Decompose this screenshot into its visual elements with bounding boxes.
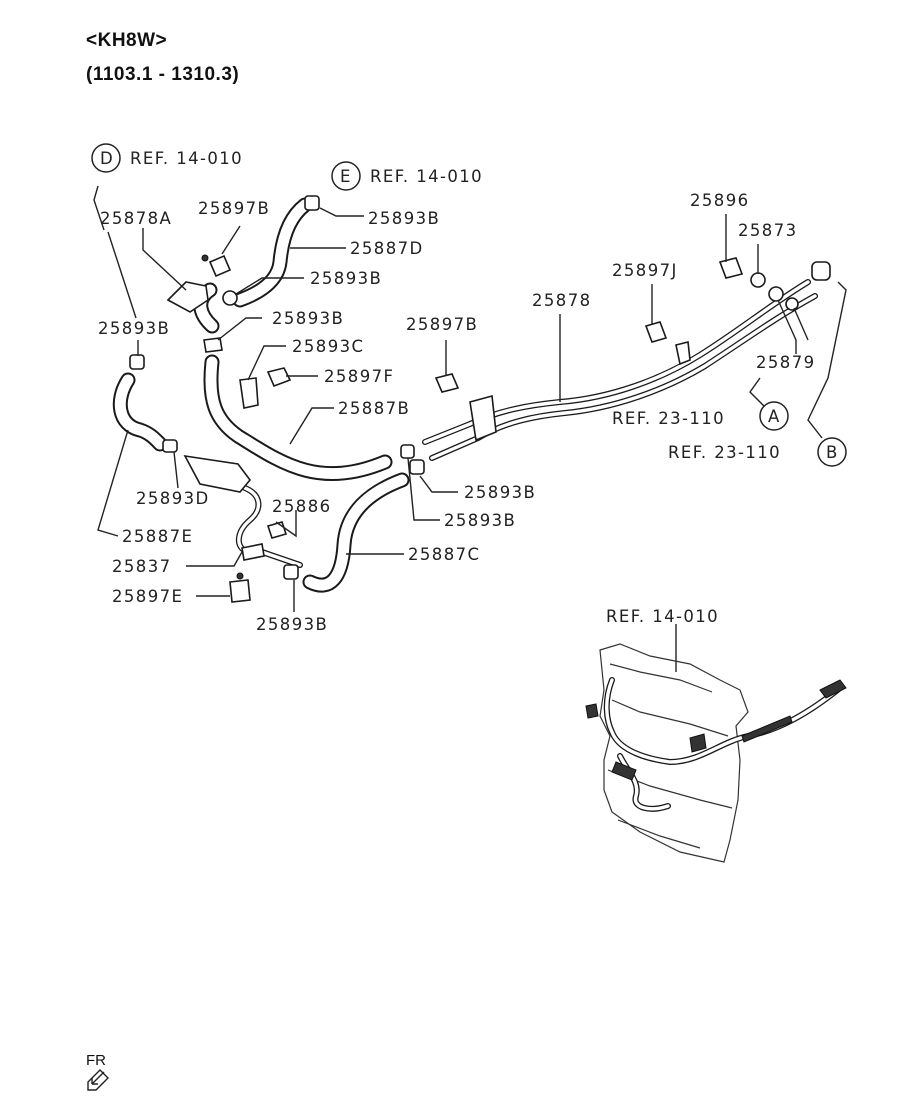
bolt-25897j bbox=[644, 321, 668, 343]
clamp-25893b-5 bbox=[400, 444, 415, 459]
part-label: 25886 bbox=[272, 497, 332, 516]
part-label: 25893B bbox=[98, 319, 170, 338]
ref-a-letter: A bbox=[768, 407, 781, 426]
part-label: 25893B bbox=[464, 483, 536, 502]
part-label: 25887C bbox=[408, 545, 480, 564]
part-label: 25893C bbox=[292, 337, 364, 356]
part-label: 25897F bbox=[324, 367, 394, 386]
clamp-25893d bbox=[162, 439, 178, 453]
part-label: 25897J bbox=[612, 261, 678, 280]
part-label: 25897E bbox=[112, 587, 183, 606]
ref-b-letter: B bbox=[826, 443, 839, 462]
front-direction-label: FR bbox=[86, 1052, 106, 1069]
part-label: 25893B bbox=[310, 269, 382, 288]
ref-e: E REF. 14-010 bbox=[331, 161, 483, 191]
part-label: 25887D bbox=[350, 239, 424, 258]
part-label: 25878A bbox=[100, 209, 172, 228]
end-fitting-b bbox=[811, 261, 831, 281]
part-label: 25893B bbox=[444, 511, 516, 530]
ref-e-letter: E bbox=[340, 167, 352, 186]
ref-b-text: REF. 23-110 bbox=[668, 443, 781, 462]
ref-d-letter: D bbox=[100, 149, 114, 168]
joint-25879-b bbox=[785, 297, 799, 311]
part-25873 bbox=[750, 272, 766, 288]
ref-a-text: REF. 23-110 bbox=[612, 409, 725, 428]
clamp-25893b-4 bbox=[129, 354, 145, 370]
part-label: 25897B bbox=[406, 315, 478, 334]
part-label: 25879 bbox=[756, 353, 816, 372]
hose-25887c bbox=[302, 472, 410, 593]
part-label: 25887B bbox=[338, 399, 410, 418]
bracket-25878a bbox=[166, 281, 209, 313]
joint-25837 bbox=[241, 543, 265, 561]
front-direction-arrow-icon bbox=[87, 1069, 109, 1091]
joint-25879-a bbox=[768, 286, 784, 302]
clip-25886 bbox=[266, 521, 288, 539]
ref-b: REF. 23-110 B bbox=[668, 437, 847, 467]
part-label: 25897B bbox=[198, 199, 270, 218]
part-label: 25896 bbox=[690, 191, 750, 210]
bolt-25897f bbox=[266, 367, 292, 388]
bolt-25897b-1 bbox=[208, 254, 232, 278]
production-range: (1103.1 - 1310.3) bbox=[86, 64, 240, 85]
ref-a: REF. 23-110 A bbox=[612, 401, 789, 431]
clamp-25893b-3 bbox=[203, 337, 223, 353]
part-label: 25893B bbox=[256, 615, 328, 634]
clamp-25893b-2 bbox=[222, 290, 238, 306]
part-25896 bbox=[718, 257, 744, 279]
ref-inset-text: REF. 14-010 bbox=[606, 607, 719, 626]
ref-d: D REF. 14-010 bbox=[91, 143, 243, 173]
part-label: 25887E bbox=[122, 527, 193, 546]
inset-engine-view bbox=[585, 624, 847, 863]
ref-e-text: REF. 14-010 bbox=[370, 167, 483, 186]
bolt-25897e bbox=[229, 579, 251, 603]
bracket-25878 bbox=[469, 394, 497, 442]
ref-d-text: REF. 14-010 bbox=[130, 149, 243, 168]
model-code: <KH8W> bbox=[86, 30, 168, 51]
part-label: 25893B bbox=[368, 209, 440, 228]
part-label: 25837 bbox=[112, 557, 172, 576]
part-label: 25878 bbox=[532, 291, 592, 310]
clamp-25893b-7 bbox=[283, 564, 299, 580]
part-label: 25893B bbox=[272, 309, 344, 328]
clamp-25893b-6 bbox=[409, 459, 425, 475]
bolt-25897b-2 bbox=[434, 373, 460, 393]
part-label: 25873 bbox=[738, 221, 798, 240]
clamp-25893b-1 bbox=[304, 195, 320, 211]
clip-25893c bbox=[239, 377, 259, 409]
bracket-25893d bbox=[183, 454, 252, 493]
bracket-25878-rear bbox=[675, 341, 691, 366]
part-label: 25893D bbox=[136, 489, 210, 508]
